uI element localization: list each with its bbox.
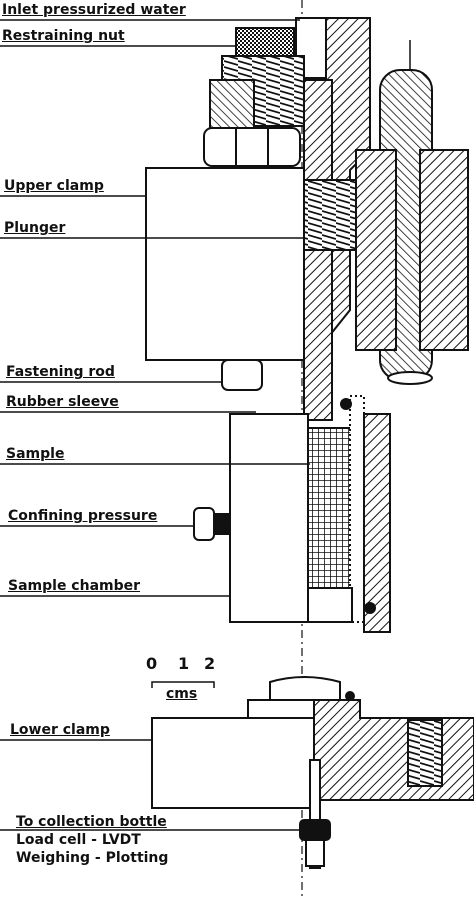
restraining-nut-cap (235, 27, 295, 57)
sample-core (307, 427, 353, 589)
spring (209, 79, 255, 131)
fastening-rod-label: Fastening rod (6, 364, 115, 380)
inlet-water-label: Inlet pressurized water (2, 2, 186, 18)
lower-thread (407, 719, 443, 787)
weighing-label: Weighing - Plotting (16, 850, 169, 866)
chamber-wall (363, 413, 391, 633)
sleeve-end (387, 371, 433, 385)
lower-o-ring (345, 691, 355, 701)
housing-collar-right (419, 149, 469, 351)
sample-chamber-label: Sample chamber (8, 578, 141, 594)
fastening-rod (221, 359, 263, 391)
o-ring-top (340, 398, 352, 410)
sample-label: Sample (6, 446, 65, 462)
housing-collar-left (355, 149, 397, 351)
lower-clamp-block (151, 717, 315, 809)
confining-pressure-label: Confining pressure (8, 508, 158, 524)
scale-bar (151, 681, 215, 688)
sample-bottom-plug (307, 587, 353, 623)
upper-clamp-block (145, 167, 305, 361)
scale-unit: cms (166, 686, 198, 702)
o-ring-bottom (364, 602, 376, 614)
sample-chamber-block (229, 413, 309, 623)
scale-tick-2: 2 (204, 654, 216, 673)
lower-clamp-housing (313, 699, 474, 801)
rubber-sleeve-label: Rubber sleeve (6, 394, 119, 410)
lower-clamp-label: Lower clamp (10, 722, 110, 738)
drain-tube (309, 759, 321, 869)
drain-nozzle (305, 839, 325, 867)
lower-cap (269, 676, 341, 701)
hex-nut (203, 127, 301, 167)
pressure-fitting (193, 507, 215, 541)
scale-tick-0: 0 (146, 654, 158, 673)
plunger-label: Plunger (4, 220, 66, 236)
scale-tick-1: 1 (178, 654, 190, 673)
load-cell-label: Load cell - LVDT (16, 832, 141, 848)
collection-bottle-label: To collection bottle (16, 814, 167, 830)
restraining-nut-label: Restraining nut (2, 28, 125, 44)
drain-fitting (299, 819, 331, 841)
plunger-thread (303, 179, 357, 251)
upper-clamp-label: Upper clamp (4, 178, 104, 194)
